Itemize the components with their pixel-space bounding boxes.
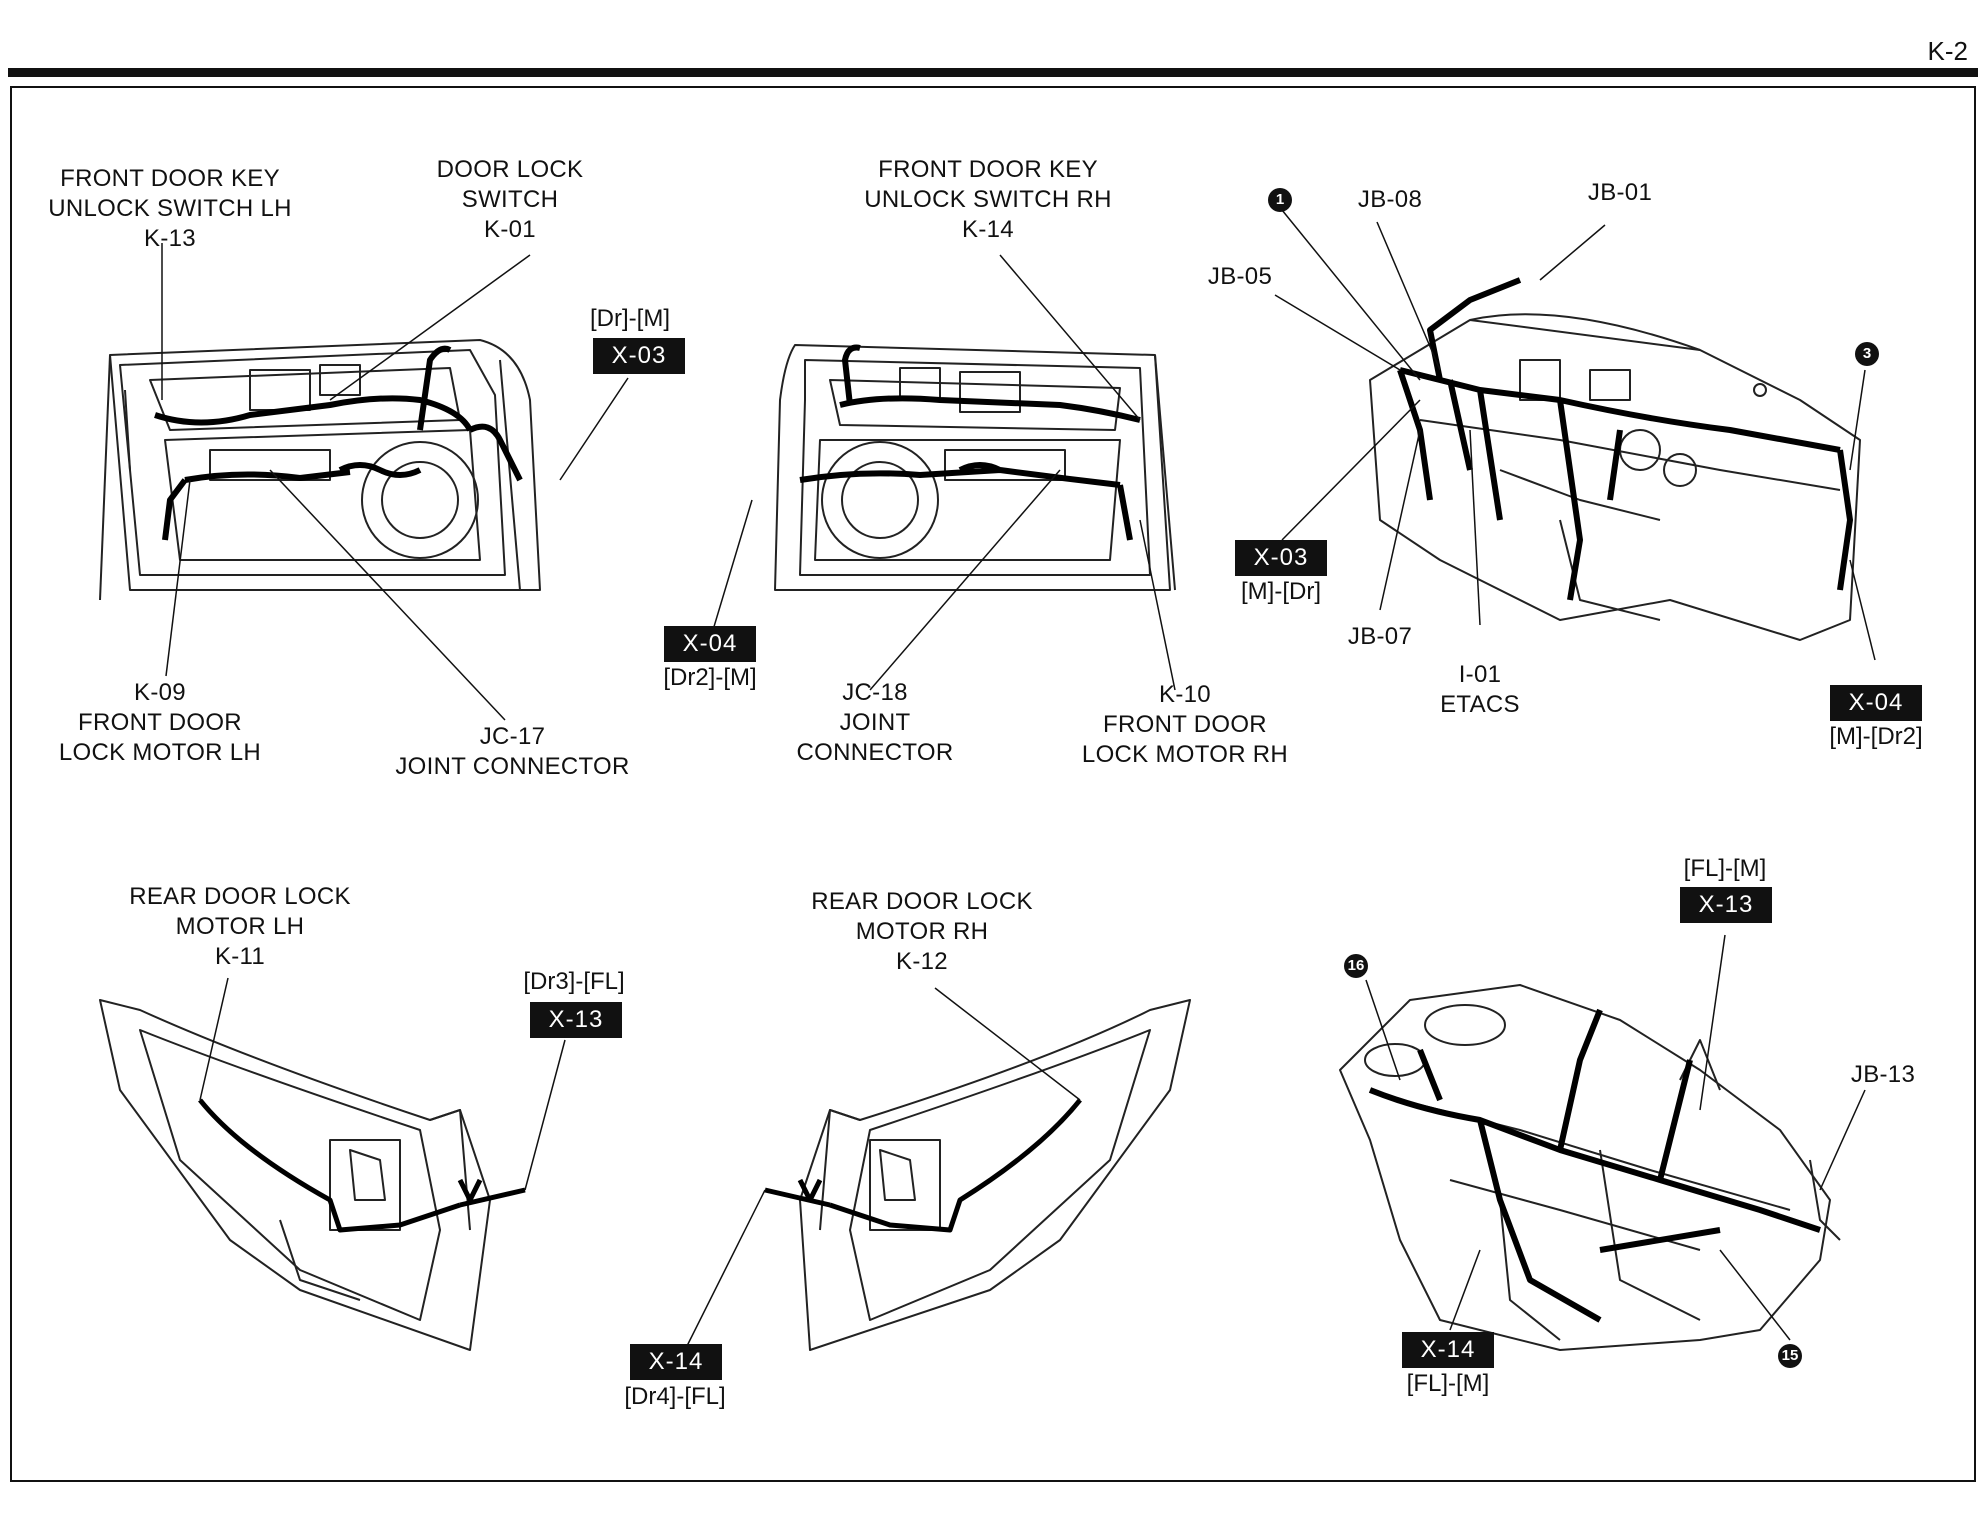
page-number: K-2 [1927, 36, 1968, 66]
x04-front-rh-pins: [Dr2]-[M] [663, 664, 757, 691]
label-line: UNLOCK SWITCH RH [864, 186, 1112, 213]
floor-harness [1368, 1008, 1821, 1323]
label-line: DOOR LOCK [436, 156, 584, 183]
label-line: REAR DOOR LOCK [129, 883, 351, 910]
jb07-label: JB-07 [1347, 623, 1413, 650]
label-line: UNLOCK SWITCH LH [48, 195, 292, 222]
marker-3: 3 [1855, 342, 1879, 366]
front-key-switch-rh-label: FRONT DOOR KEY UNLOCK SWITCH RH K-14 [858, 155, 1118, 245]
rear-door-lh-illustration [99, 999, 491, 1351]
label-line: CONNECTOR [796, 739, 954, 766]
label-line: K-09 [134, 679, 186, 706]
label-line: REAR DOOR LOCK [811, 888, 1033, 915]
front-rh-harness [799, 344, 1141, 541]
leader-lines [161, 209, 1876, 1351]
label-line: MOTOR RH [855, 918, 989, 945]
x03-front-lh-pins: [Dr]-[M] [590, 305, 670, 332]
rear-lock-motor-lh-label: REAR DOOR LOCK MOTOR LH K-11 [120, 882, 360, 972]
label-line: K-14 [962, 216, 1014, 243]
label-line: JOINT CONNECTOR [395, 753, 630, 780]
marker-15: 15 [1778, 1344, 1802, 1368]
label-line: JC-17 [479, 723, 546, 750]
x14-rear-rh-pins: [Dr4]-[FL] [624, 1383, 726, 1410]
front-door-lh-illustration [99, 339, 541, 601]
x14-floor-code: X-14 [1402, 1332, 1494, 1368]
floor-illustration [1339, 984, 1841, 1351]
jb13-label: JB-13 [1850, 1061, 1916, 1088]
jb08-label: JB-08 [1357, 186, 1423, 213]
label-line: FRONT DOOR [78, 709, 242, 736]
marker-16: 16 [1344, 954, 1368, 978]
jc18-label: JC-18 JOINT CONNECTOR [785, 678, 965, 768]
label-line: JC-18 [842, 679, 908, 706]
x14-rear-rh-code: X-14 [630, 1344, 722, 1380]
x13-floor-pins: [FL]-[M] [1683, 855, 1767, 882]
x14-floor-pins: [FL]-[M] [1406, 1370, 1490, 1397]
label-line: SWITCH [461, 186, 559, 213]
label-line: K-12 [896, 948, 948, 975]
label-line: FRONT DOOR KEY [60, 165, 280, 192]
door-lock-switch-label: DOOR LOCK SWITCH K-01 [430, 155, 590, 245]
label-line: MOTOR LH [175, 913, 305, 940]
marker-1: 1 [1268, 188, 1292, 212]
x04-dash-pins: [M]-[Dr2] [1829, 723, 1923, 750]
label-line: K-11 [214, 943, 266, 970]
rear-lh-harness [198, 1098, 526, 1233]
label-line: JOINT [839, 709, 911, 736]
label-line: ETACS [1440, 691, 1520, 718]
rear-rh-harness [764, 1098, 1082, 1233]
label-line: K-10 [1159, 681, 1211, 708]
front-key-switch-lh-label: FRONT DOOR KEY UNLOCK SWITCH LH K-13 [40, 164, 300, 254]
label-line: K-13 [144, 225, 196, 252]
x03-front-lh-code: X-03 [593, 338, 685, 374]
x03-dash-code: X-03 [1235, 540, 1327, 576]
rear-lock-motor-rh-label: REAR DOOR LOCK MOTOR RH K-12 [802, 887, 1042, 977]
x13-rear-lh-code: X-13 [530, 1002, 622, 1038]
x13-rear-lh-pins: [Dr3]-[FL] [523, 968, 625, 995]
label-line: K-01 [484, 216, 536, 243]
etacs-label: I-01 ETACS [1420, 660, 1540, 720]
jb01-label: JB-01 [1587, 179, 1653, 206]
header-rule [8, 68, 1978, 77]
front-lock-motor-lh-label: K-09 FRONT DOOR LOCK MOTOR LH [40, 678, 280, 768]
label-line: LOCK MOTOR RH [1081, 741, 1289, 768]
label-line: LOCK MOTOR LH [58, 739, 262, 766]
front-door-rh-illustration [774, 344, 1176, 591]
front-lh-harness [154, 345, 523, 541]
jc17-label: JC-17 JOINT CONNECTOR [380, 722, 645, 782]
front-lock-motor-rh-label: K-10 FRONT DOOR LOCK MOTOR RH [1065, 680, 1305, 770]
label-line: FRONT DOOR [1103, 711, 1267, 738]
x04-dash-code: X-04 [1830, 685, 1922, 721]
x03-dash-pins: [M]-[Dr] [1241, 578, 1321, 605]
label-line: FRONT DOOR KEY [878, 156, 1098, 183]
diagram-frame [10, 86, 1976, 1482]
label-line: I-01 [1458, 661, 1502, 688]
x04-front-rh-code: X-04 [664, 626, 756, 662]
jb05-label: JB-05 [1207, 263, 1273, 290]
x13-floor-code: X-13 [1680, 887, 1772, 923]
